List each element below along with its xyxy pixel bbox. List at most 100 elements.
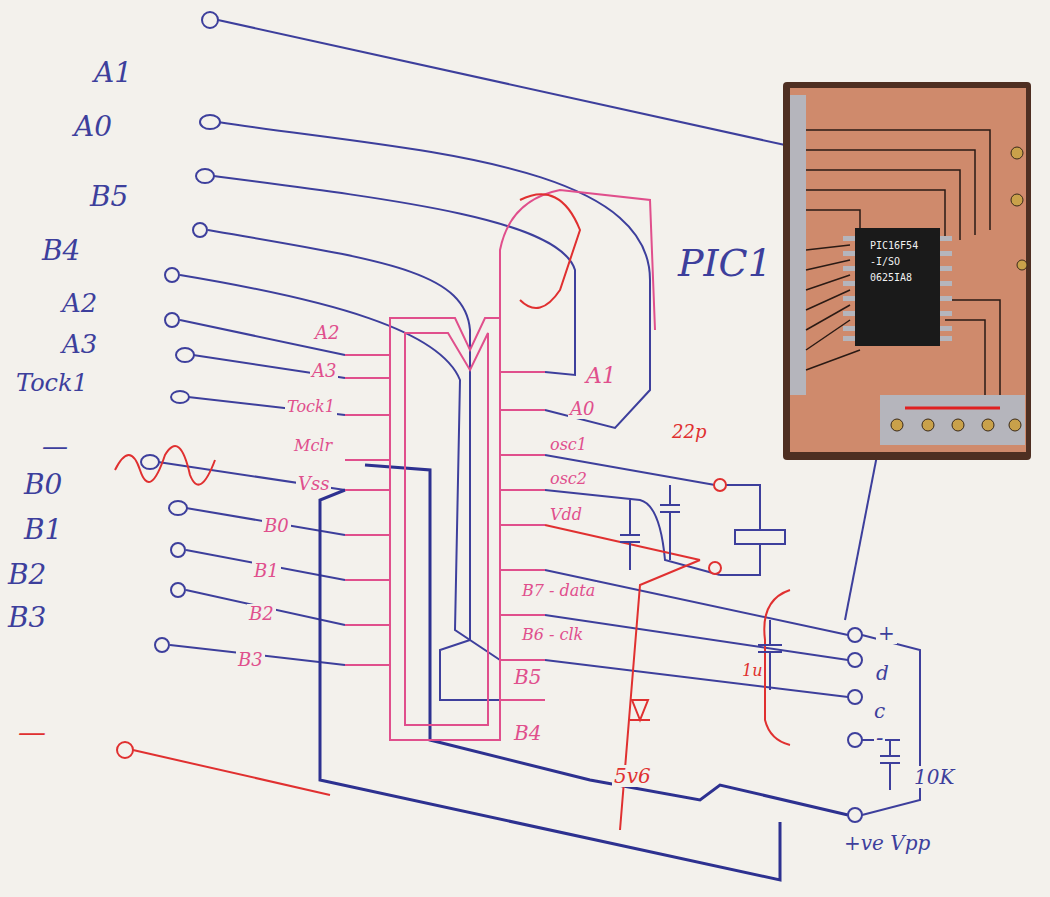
drawing-stroke (843, 336, 855, 341)
drawing-stroke (714, 479, 726, 491)
title-note: PIC1 (676, 243, 774, 283)
drawing-stroke (862, 635, 920, 815)
drawing-stroke (952, 419, 964, 431)
chip-marking: -I/SO (868, 256, 902, 268)
drawing-stroke (620, 560, 700, 830)
drawing-stroke (200, 115, 220, 129)
drawing-stroke (660, 485, 680, 560)
drawing-stroke (940, 326, 952, 331)
value-label: 5v6 (612, 765, 653, 787)
port-label: A2 (60, 289, 99, 317)
drawing-stroke (620, 500, 640, 570)
drawing-stroke (848, 628, 862, 642)
chip-marking: PIC16F54 (868, 240, 920, 252)
pin-label: B1 (252, 561, 281, 581)
drawing-stroke (783, 82, 1031, 460)
drawing-stroke (848, 733, 862, 747)
drawing-stroke (845, 440, 880, 620)
drawing-stroke (806, 150, 975, 235)
connector-label: c (872, 700, 887, 722)
drawing-stroke (855, 228, 940, 346)
drawing-stroke (940, 311, 952, 316)
port-label: B1 (22, 515, 64, 545)
ground-label: — (16, 718, 48, 748)
drawing-stroke (202, 12, 218, 28)
connector-label: +ve Vpp (842, 832, 932, 854)
drawing-stroke (133, 750, 330, 795)
port-label: — (40, 432, 70, 460)
drawing-stroke (155, 638, 169, 652)
pin-label: B0 (262, 516, 291, 536)
connector-label: + (876, 622, 897, 644)
chip-marking: 0625IA8 (868, 272, 914, 284)
pin-label: B7 - data (520, 582, 597, 600)
drawing-stroke (940, 281, 952, 286)
port-label: A1 (92, 58, 134, 88)
drawing-stroke (843, 296, 855, 301)
pin-label: Mclr (292, 437, 334, 455)
drawing-stroke (843, 326, 855, 331)
port-label: A3 (60, 330, 99, 358)
drawing-stroke (1009, 419, 1021, 431)
drawing-stroke (940, 251, 952, 256)
drawing-stroke (806, 210, 860, 235)
pin-label: B2 (247, 604, 276, 624)
drawing-stroke (940, 296, 952, 301)
drawing-stroke (940, 266, 952, 271)
power-wires (320, 465, 848, 880)
port-label: A0 (72, 112, 114, 142)
port-label: Tock1 (14, 370, 90, 396)
drawing-stroke (709, 562, 721, 574)
drawing-stroke (806, 130, 1000, 420)
drawing-stroke (390, 318, 500, 740)
drawing-stroke (940, 336, 952, 341)
pin-label: B3 (236, 650, 265, 670)
pin-label: B4 (512, 722, 543, 744)
drawing-stroke (218, 20, 785, 145)
drawing-stroke (790, 88, 1026, 452)
drawing-stroke (843, 311, 855, 316)
port-label: B3 (6, 603, 48, 633)
drawing-stroke (735, 530, 785, 544)
value-label: 1u (740, 662, 764, 680)
drawing-stroke (848, 653, 862, 667)
port-label: B4 (40, 236, 82, 266)
port-label: B2 (6, 560, 48, 590)
drawing-stroke (165, 268, 179, 282)
drawing-stroke (630, 700, 650, 720)
pin-label: A2 (313, 323, 341, 343)
drawing-stroke (176, 348, 194, 362)
pin-label: Tock1 (285, 398, 337, 416)
drawing-stroke (715, 485, 760, 575)
drawing-stroke (843, 281, 855, 286)
drawing-stroke (940, 236, 952, 241)
drawing-stroke (180, 275, 500, 660)
connector-label: d (874, 662, 891, 684)
pin-label: osc2 (548, 470, 589, 488)
drawing-stroke (365, 465, 848, 815)
drawing-stroke (180, 320, 345, 355)
drawing-stroke (806, 320, 850, 350)
drawing-stroke (345, 355, 390, 665)
drawing-stroke (520, 194, 580, 308)
drawing-stroke (500, 372, 545, 700)
capacitor-symbols (620, 485, 900, 790)
drawing-stroke (922, 419, 934, 431)
drawing-stroke (806, 130, 990, 230)
pin-label: osc1 (548, 436, 589, 454)
drawing-stroke (169, 501, 187, 515)
pin-label: A1 (584, 364, 618, 388)
drawing-stroke (171, 391, 189, 403)
drawing-stroke (165, 313, 179, 327)
connector-label: - (874, 726, 885, 750)
pin-label: B5 (512, 666, 543, 688)
red-wires (115, 194, 850, 830)
drawing-stroke (188, 397, 345, 415)
port-label: B0 (22, 470, 64, 500)
drawing-stroke (843, 266, 855, 271)
value-label: 22p (670, 422, 708, 442)
drawing-stroke (193, 223, 207, 237)
